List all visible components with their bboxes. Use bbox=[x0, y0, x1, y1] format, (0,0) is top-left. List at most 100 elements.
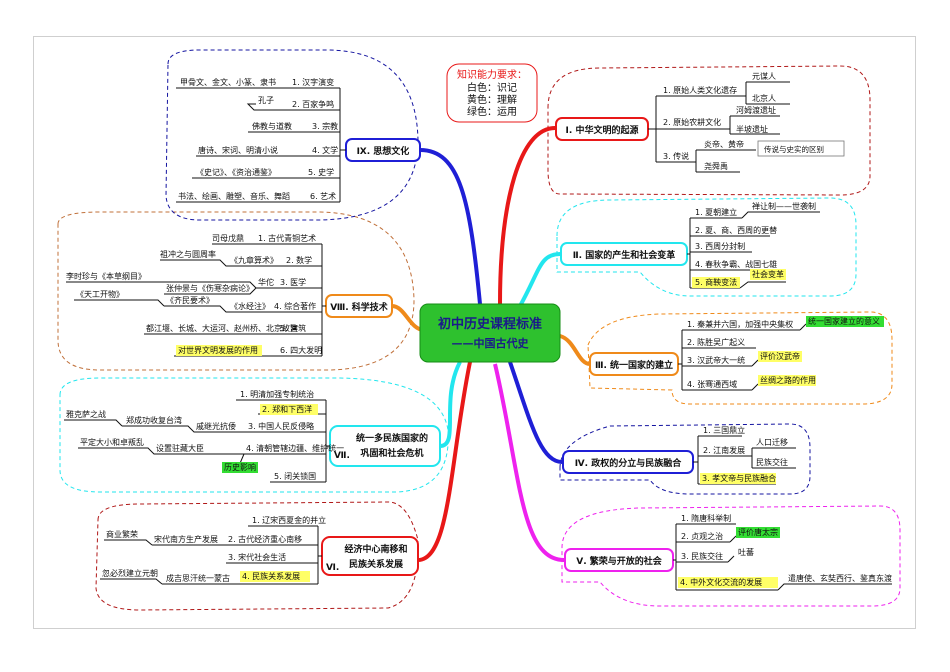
b7-sub-hezhuo: 平定大小和卓叛乱 bbox=[80, 437, 144, 447]
b5-sub-tubo: 吐蕃 bbox=[738, 547, 754, 557]
b8-sub-tiangong: 《天工开物》 bbox=[76, 289, 124, 299]
b7-sub-yakesa: 雅克萨之战 bbox=[66, 409, 106, 419]
b3-item-1: 1. 秦兼并六国，加强中央集权 bbox=[687, 319, 793, 329]
b6-sub-connector bbox=[100, 539, 238, 585]
b3-sub-hanwudi: 评价汉武帝 bbox=[760, 351, 800, 361]
b5-sub-connector bbox=[727, 535, 892, 591]
branch-label-b7-l1: 统一多民族国家的 bbox=[356, 432, 428, 444]
b9-connector bbox=[288, 87, 346, 203]
b5-item-4-highlight bbox=[678, 577, 778, 588]
legend-line-white: 白色：识记 bbox=[467, 81, 517, 94]
b8-sub-huatuo: 华佗 bbox=[258, 277, 274, 287]
branch-label-b7-l2: 巩固和社会危机 bbox=[360, 447, 423, 459]
enclosure-b7 bbox=[59, 377, 449, 493]
b1-connector bbox=[648, 95, 740, 163]
b8-sub-qiminyaoshu: 《齐民要术》 bbox=[166, 295, 214, 305]
b6-item-4-highlight bbox=[240, 571, 310, 582]
b9-sub-kongzi: 孔子 bbox=[258, 96, 274, 105]
b7-item-4: 4. 清朝管辖边疆、维护统一 bbox=[246, 443, 344, 453]
branch-line-b8 bbox=[391, 304, 425, 332]
branch-label-b4: Ⅳ. 政权的分立与民族融合 bbox=[575, 457, 682, 469]
b2-item-5: 5. 商鞅变法 bbox=[695, 277, 737, 287]
b8-sub-zuoyong-highlight bbox=[176, 345, 262, 356]
b5-connector bbox=[673, 523, 778, 591]
branch-label-b3: Ⅲ. 统一国家的建立 bbox=[595, 359, 673, 371]
b8-sub-zuoyong: 对世界文明发展的作用 bbox=[178, 345, 258, 355]
branch-label-b1: Ⅰ. 中华文明的起源 bbox=[566, 124, 639, 136]
enclosure-b4 bbox=[559, 423, 811, 495]
legend-line-green: 绿色：运用 bbox=[467, 105, 517, 118]
b5-item-3: 3. 民族交往 bbox=[681, 551, 723, 561]
b7-sub-yingxiang-highlight bbox=[222, 462, 258, 473]
center-node bbox=[419, 303, 561, 363]
b9-sub-shufa: 书法、绘画、雕塑、音乐、舞蹈 bbox=[178, 191, 290, 201]
b9-item-3: 3. 宗教 bbox=[312, 121, 338, 131]
b3-sub-yiyi-highlight bbox=[806, 316, 884, 327]
b5-sub-taizong-highlight bbox=[736, 527, 780, 538]
b2-item-2: 2. 夏、商、西周的更替 bbox=[695, 225, 777, 235]
b6-item-1: 1. 辽宋西夏金的并立 bbox=[252, 515, 326, 525]
branch-line-b9 bbox=[419, 148, 482, 305]
branch-line-b3 bbox=[559, 334, 591, 366]
legend-box bbox=[446, 63, 538, 123]
b2-item-5-highlight bbox=[692, 277, 740, 288]
b3-sub-connector bbox=[751, 323, 807, 391]
legend-line-yellow: 黄色：理解 bbox=[467, 93, 517, 106]
enclosure-b5 bbox=[561, 505, 901, 607]
b6-sub-nanfang: 宋代南方生产发展 bbox=[154, 534, 218, 544]
branch-line-b6 bbox=[417, 361, 472, 562]
b4-sub-qianyi: 人口迁移 bbox=[756, 437, 788, 447]
branch-num-b6: Ⅵ. bbox=[326, 563, 339, 573]
b2-sub-biange: 社会变革 bbox=[752, 269, 784, 279]
b2-sub-chanrang: 禅让制——世袭制 bbox=[752, 201, 816, 211]
b7-item-2: 2. 郑和下西洋 bbox=[262, 404, 312, 414]
b3-item-4: 4. 张骞通西域 bbox=[687, 379, 737, 389]
b9-item-5: 5. 史学 bbox=[308, 167, 334, 177]
branch-label-b8: Ⅷ. 科学技术 bbox=[330, 301, 388, 313]
b1-item-2: 2. 原始农耕文化 bbox=[663, 117, 721, 127]
b5-item-1: 1. 隋唐科举制 bbox=[681, 513, 731, 523]
b1-sub-hemudu: 河姆渡遗址 bbox=[736, 105, 776, 115]
b5-item-2: 2. 贞观之治 bbox=[681, 531, 723, 541]
b6-item-4: 4. 民族关系发展 bbox=[242, 571, 300, 581]
b3-sub-silu: 丝绸之路的作用 bbox=[760, 375, 816, 385]
b6-sub-chengjisi: 成吉思汗统一蒙古 bbox=[166, 573, 230, 583]
b9-item-4: 4. 文学 bbox=[312, 145, 338, 155]
b5-sub-taizong: 评价唐太宗 bbox=[738, 527, 778, 537]
b4-item-1: 1. 三国鼎立 bbox=[703, 425, 745, 435]
branch-label-b6-l1: 经济中心南移和 bbox=[344, 543, 407, 555]
b7-sub-connector bbox=[64, 419, 246, 469]
b7-sub-zhuzang: 设置驻藏大臣 bbox=[156, 443, 204, 453]
b1-sub-banpo: 半坡遗址 bbox=[736, 124, 768, 134]
b7-item-3: 3. 中国人民反侵略 bbox=[248, 421, 314, 431]
b2-item-1: 1. 夏朝建立 bbox=[695, 207, 737, 217]
b2-sub-biange-highlight bbox=[750, 269, 786, 280]
b8-sub-zhangzhongjing: 张仲景与《伤寒杂病论》 bbox=[166, 283, 254, 293]
b9-sub-hanzi: 甲骨文、金文、小篆、隶书 bbox=[180, 77, 276, 87]
b8-item-4: 4. 综合著作 bbox=[274, 301, 316, 311]
b1-item-1: 1. 原始人类文化遗存 bbox=[663, 85, 737, 95]
branch-label-b5: Ⅴ. 繁荣与开放的社会 bbox=[576, 555, 663, 567]
branch-line-b1 bbox=[498, 126, 556, 305]
b9-sub-shiji: 《史记》、《资治通鉴》 bbox=[196, 167, 276, 177]
b7-sub-yingxiang: 历史影响 bbox=[224, 462, 256, 472]
b4-connector bbox=[693, 435, 776, 485]
b4-sub-connector bbox=[746, 447, 796, 469]
branch-label-b2: Ⅱ. 国家的产生和社会变革 bbox=[573, 249, 675, 261]
b7-item-5: 5. 闭关锁国 bbox=[274, 471, 316, 481]
enclosure-b1 bbox=[547, 65, 871, 196]
b8-sub-jianzhu: 都江堰、长城、大运河、赵州桥、北京故宫 bbox=[146, 323, 298, 333]
b3-sub-hanwudi-highlight bbox=[758, 351, 802, 362]
branch-label-b9: Ⅸ. 思想文化 bbox=[357, 145, 410, 157]
b8-item-5: 5. 建筑 bbox=[280, 323, 306, 333]
enclosure-b8 bbox=[57, 211, 415, 371]
b7-item-1: 1. 明清加强专制统治 bbox=[240, 389, 314, 399]
b3-item-2: 2. 陈胜吴广起义 bbox=[687, 337, 745, 347]
b5-sub-jiaoliu: 遣唐使、玄奘西行、鉴真东渡 bbox=[788, 573, 892, 583]
b8-item-6: 6. 四大发明 bbox=[280, 345, 322, 355]
b2-sub-connector bbox=[739, 211, 820, 289]
b7-item-2-highlight bbox=[260, 404, 318, 415]
b9-sub-fojiao: 佛教与道教 bbox=[252, 121, 292, 131]
b3-sub-yiyi: 统一国家建立的意义 bbox=[808, 316, 880, 326]
enclosure-b3 bbox=[587, 311, 893, 405]
